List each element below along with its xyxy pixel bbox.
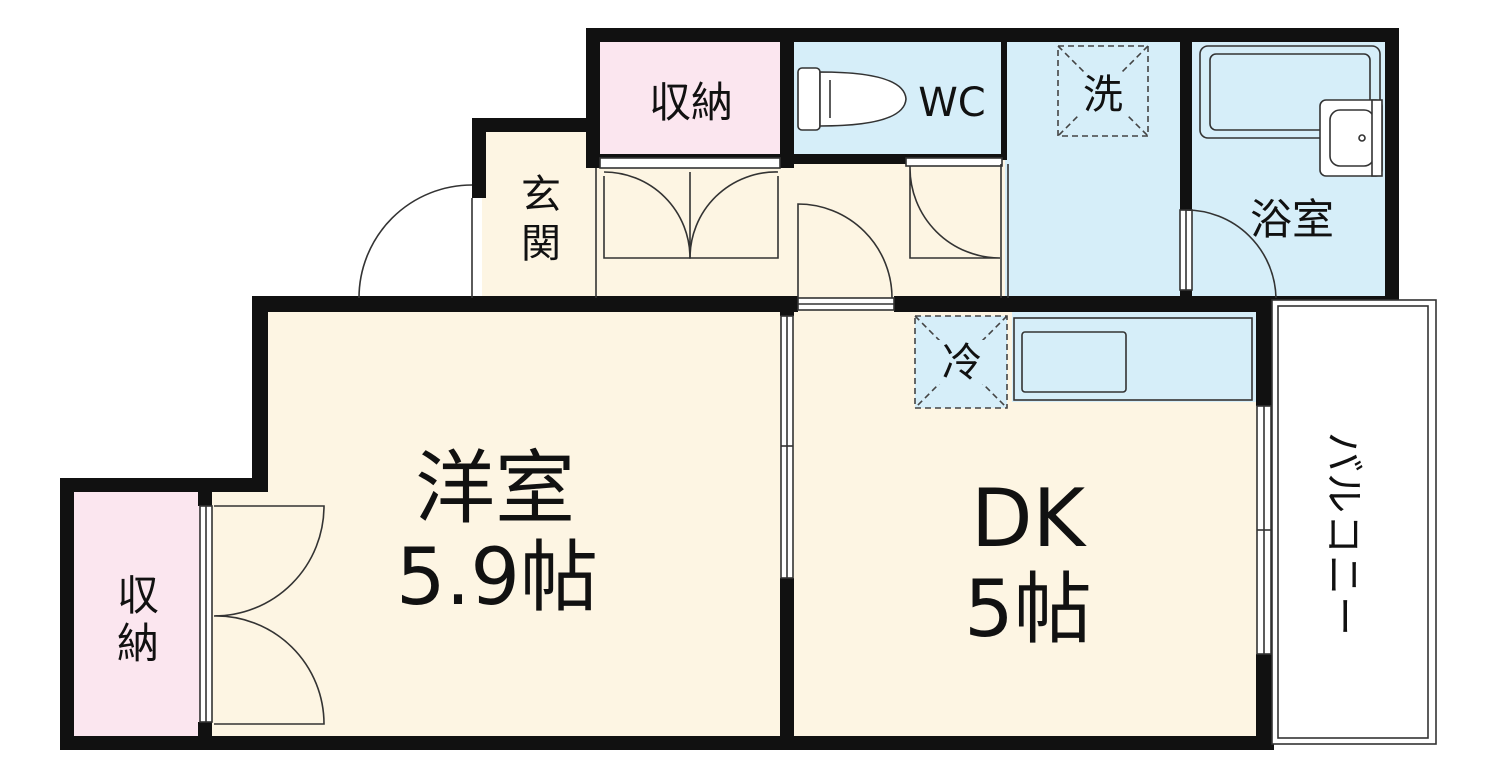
wall-top-upper (586, 28, 1398, 42)
storage-top-label: 収納 (649, 78, 733, 127)
wall-entrance-top (472, 118, 600, 132)
wall-wc-bottom (780, 154, 1002, 164)
opening-wc-hall (905, 157, 1003, 167)
balcony-char-5: ー (1320, 596, 1366, 636)
wall-bottom (60, 736, 1274, 750)
floor-fills (68, 36, 1391, 739)
western-room-name: 洋室 (415, 442, 575, 535)
western-room-floor-ext (210, 490, 270, 739)
labels: 洋室 5.9帖 DK 5帖 収納 収 納 WC 洗 冷 浴室 玄 関 バ ル コ… (117, 72, 1366, 668)
wall-left-storage-top (586, 28, 600, 168)
storage-left-floor (68, 488, 204, 739)
toilet-icon (797, 67, 907, 131)
balcony-inner (1277, 305, 1429, 739)
openings (199, 157, 1272, 723)
wall-divider-top (780, 296, 794, 316)
wall-wash-left (1001, 42, 1007, 160)
storage-left-label-1: 収 (117, 571, 159, 620)
balcony (1271, 299, 1437, 745)
balcony-char-1: バ (1320, 432, 1366, 472)
wall-dk-right-top (1256, 296, 1272, 406)
storage-top-floor (596, 36, 786, 160)
wall-entrance-left (472, 118, 486, 198)
dk-size: 5帖 (964, 565, 1092, 655)
fridge-label: 冷 (942, 340, 982, 386)
wall-right-bath (1385, 28, 1399, 310)
wall-storage-left-right-top (198, 478, 212, 506)
balcony-char-4: ニ (1320, 555, 1366, 595)
storage-left-label-2: 納 (117, 619, 159, 668)
washer-label: 洗 (1083, 72, 1123, 118)
western-room-floor (262, 307, 788, 739)
bath-label: 浴室 (1250, 195, 1334, 244)
wc-label: WC (918, 80, 985, 126)
entrance-label-2: 関 (521, 221, 561, 267)
wall-storage-left-left (60, 478, 74, 750)
dk-name: DK (971, 472, 1088, 565)
opening-storage-hall (599, 157, 781, 169)
kitchen-sink-icon (1013, 317, 1253, 401)
entrance-label-1: 玄 (521, 172, 561, 218)
wall-storage-left-top (60, 478, 268, 492)
fridge-label-bg (938, 340, 986, 384)
wall-bath-left-top (1180, 28, 1192, 210)
washer-label-bg (1078, 72, 1128, 116)
wall-dk-right-bottom (1256, 654, 1272, 750)
entrance-floor (482, 128, 594, 305)
kitchen-counter (1012, 312, 1256, 402)
western-room-size: 5.9帖 (396, 533, 598, 623)
bathtub-icon (1199, 45, 1381, 139)
wall-western-left (252, 296, 268, 490)
wall-storage-wc (780, 28, 794, 168)
balcony-char-2: ル (1320, 473, 1366, 513)
door-swing-icon (213, 166, 1277, 725)
balcony-rail (1271, 299, 1437, 745)
wall-mid-left (252, 296, 798, 312)
balcony-char-3: コ (1320, 514, 1366, 554)
wall-divider-bottom (780, 578, 794, 750)
sink-icon (1319, 99, 1383, 177)
